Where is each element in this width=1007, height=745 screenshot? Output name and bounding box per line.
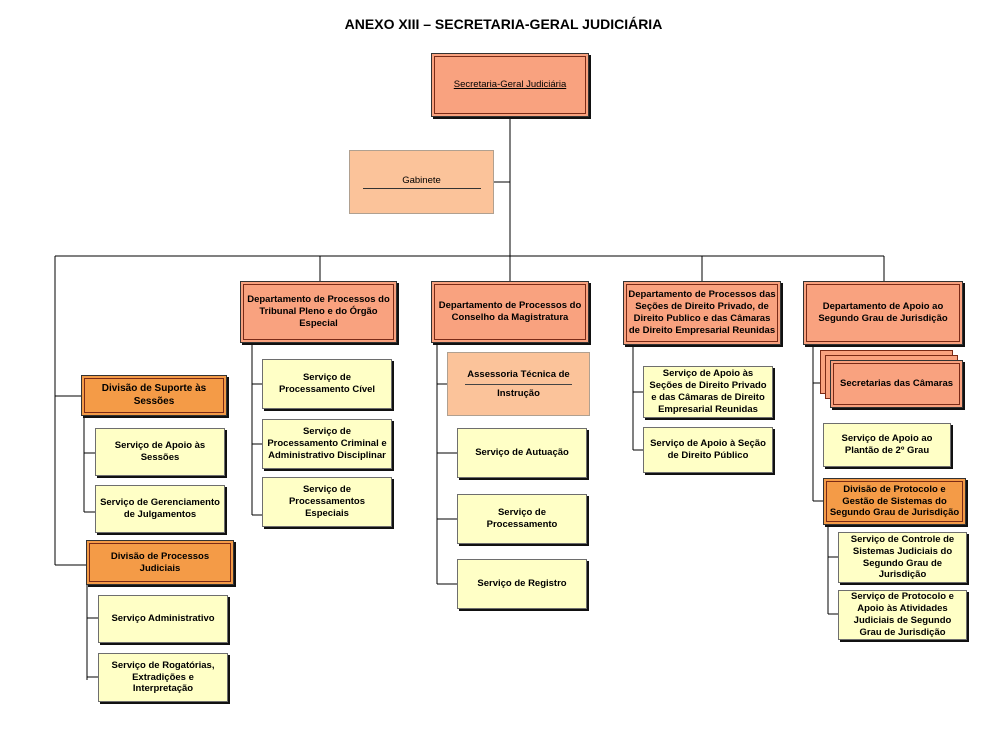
servico-gerenciamento-label: Serviço de Gerenciamento de Julgamentos [100,497,220,520]
divisao-protocolo-gestao-label: Divisão de Protocolo e Gestão de Sistema… [829,483,960,519]
servico-processamento-civel: Serviço de Processamento Cível [262,359,392,409]
servico-administrativo: Serviço Administrativo [98,595,228,643]
servico-processamento-criminal-label: Serviço de Processamento Criminal e Admi… [267,426,387,461]
servico-rogatorias: Serviço de Rogatórias, Extradições e Int… [98,653,228,702]
servico-apoio-plantao: Serviço de Apoio ao Plantão de 2º Grau [823,423,951,467]
servico-protocolo-apoio-label: Serviço de Protocolo e Apoio às Atividad… [851,591,954,638]
assessoria-tecnica-instrucao: Assessoria Técnica de Instrução [447,352,590,416]
divisao-suporte-sessoes: Divisão de Suporte às Sessões [81,375,227,416]
gabinete-node: Gabinete [349,150,494,214]
servico-gerenciamento-julgamentos: Serviço de Gerenciamento de Julgamentos [95,485,225,533]
root-label: Secretaria-Geral Judiciária [453,79,567,91]
servico-administrativo-label: Serviço Administrativo [111,613,215,625]
page-title: ANEXO XIII – SECRETARIA-GERAL JUDICIÁRIA [344,16,663,32]
servico-controle-sistemas: Serviço de Controle de Sistemas Judiciai… [838,532,967,583]
servico-processamento-civel-label: Serviço de Processamento Cível [278,372,376,395]
dept-secoes-direito-label: Departamento de Processos das Seções de … [628,289,776,336]
servico-apoio-direito-privado: Serviço de Apoio às Seções de Direito Pr… [643,366,773,418]
divisao-suporte-sessoes-label: Divisão de Suporte às Sessões [101,383,207,407]
dept-conselho-magistratura: Departamento de Processos do Conselho da… [431,281,589,343]
divisao-processos-judiciais: Divisão de Processos Judiciais [86,540,234,585]
root-node: Secretaria-Geral Judiciária [431,53,589,117]
servico-rogatorias-label: Serviço de Rogatórias, Extradições e Int… [111,659,215,695]
servico-registro-label: Serviço de Registro [477,578,567,590]
secretarias-das-camaras-label: Secretarias das Câmaras [839,378,954,390]
servico-apoio-direito-publico-label: Serviço de Apoio à Seção de Direito Públ… [650,438,766,461]
servico-protocolo-apoio: Serviço de Protocolo e Apoio às Atividad… [838,590,967,640]
assessoria-tecnica-label-1: Assessoria Técnica de [467,368,570,380]
assessoria-divider [465,383,572,385]
servico-apoio-sessoes-label: Serviço de Apoio às Sessões [114,440,206,463]
assessoria-tecnica-label-2: Instrução [497,387,540,399]
servico-autuacao-label: Serviço de Autuação [475,447,569,459]
divisao-processos-judiciais-label: Divisão de Processos Judiciais [110,550,210,574]
dept-conselho-magistratura-label: Departamento de Processos do Conselho da… [438,300,582,323]
servico-processamentos-especiais: Serviço de Processamentos Especiais [262,477,392,527]
secretarias-das-camaras: Secretarias das Câmaras [830,360,963,408]
servico-processamento-label: Serviço de Processamento [486,507,558,530]
dept-apoio-segundo-grau: Departamento de Apoio ao Segundo Grau de… [803,281,963,345]
servico-apoio-direito-privado-label: Serviço de Apoio às Seções de Direito Pr… [649,368,767,415]
dept-secoes-direito: Departamento de Processos das Seções de … [623,281,781,345]
servico-processamento-criminal: Serviço de Processamento Criminal e Admi… [262,419,392,469]
servico-controle-sistemas-label: Serviço de Controle de Sistemas Judiciai… [850,533,955,581]
dept-tribunal-pleno: Departamento de Processos do Tribunal Pl… [240,281,397,343]
dept-tribunal-pleno-label: Departamento de Processos do Tribunal Pl… [247,294,390,329]
servico-processamento: Serviço de Processamento [457,494,587,544]
gabinete-label: Gabinete [362,175,481,189]
dept-apoio-segundo-grau-label: Departamento de Apoio ao Segundo Grau de… [818,301,948,324]
servico-autuacao: Serviço de Autuação [457,428,587,478]
divisao-protocolo-gestao: Divisão de Protocolo e Gestão de Sistema… [823,478,966,525]
servico-registro: Serviço de Registro [457,559,587,609]
servico-processamentos-especiais-label: Serviço de Processamentos Especiais [288,484,366,519]
servico-apoio-direito-publico: Serviço de Apoio à Seção de Direito Públ… [643,427,773,473]
servico-apoio-sessoes: Serviço de Apoio às Sessões [95,428,225,476]
servico-apoio-plantao-label: Serviço de Apoio ao Plantão de 2º Grau [841,433,933,456]
